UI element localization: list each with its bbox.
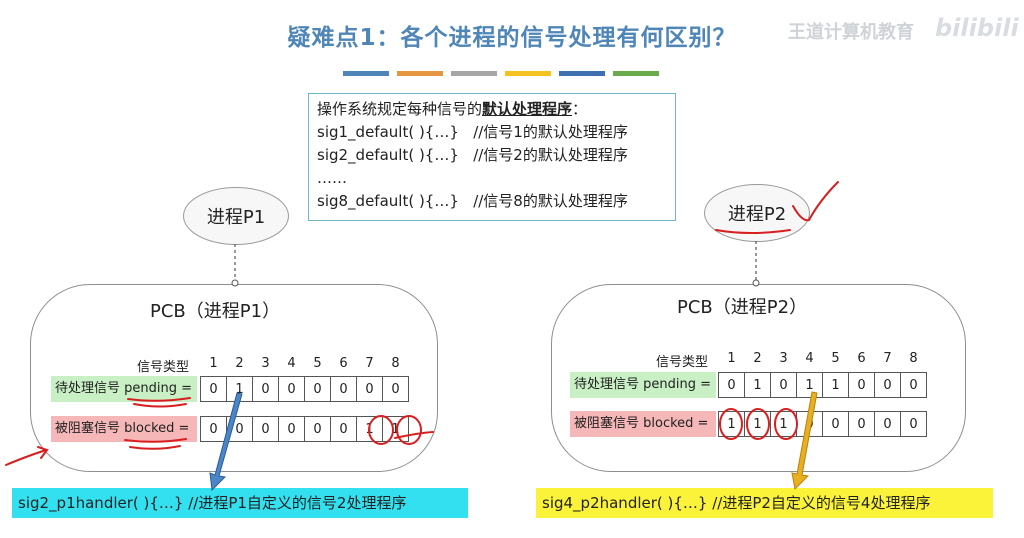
blocked-label-p2: 被阻塞信号 blocked = bbox=[570, 411, 716, 437]
pending-bit: 0 bbox=[252, 376, 279, 402]
signal-index: 3 bbox=[261, 356, 270, 371]
corner-arrow-head bbox=[37, 446, 49, 459]
pending-bit: 0 bbox=[900, 372, 927, 398]
pending-bit: 0 bbox=[874, 372, 901, 398]
underline-blocked bbox=[124, 438, 187, 443]
checkmark bbox=[792, 181, 839, 222]
pending-bit: 0 bbox=[718, 372, 745, 398]
color-bar bbox=[397, 71, 443, 76]
signal-index: 3 bbox=[779, 351, 788, 366]
underline-pending-2 bbox=[133, 403, 187, 408]
color-bar bbox=[343, 71, 389, 76]
arrow-p1-handler bbox=[209, 392, 243, 492]
color-bar bbox=[613, 71, 659, 76]
blocked-bit: 0 bbox=[900, 411, 927, 437]
blocked-bit: 0 bbox=[304, 416, 331, 442]
color-bar bbox=[451, 71, 497, 76]
default-handler-line: sig8_default( ){…} //信号8的默认处理程序 bbox=[317, 192, 628, 210]
color-bar bbox=[505, 71, 551, 76]
connector-p2-dot bbox=[752, 279, 760, 287]
signal-index: 2 bbox=[235, 356, 244, 371]
signal-index: 6 bbox=[339, 356, 348, 371]
signal-type-label: 信号类型 bbox=[656, 355, 709, 370]
signal-index: 1 bbox=[209, 356, 218, 371]
blocked-bit: 0 bbox=[252, 416, 279, 442]
signal-index: 7 bbox=[365, 356, 374, 371]
underline-pending bbox=[127, 397, 191, 402]
default-handlers-box: 操作系统规定每种信号的默认处理程序： sig1_default( ){…} //… bbox=[308, 93, 676, 221]
circle-p2-bit-1 bbox=[719, 408, 743, 440]
arrow-p2-handler bbox=[791, 391, 818, 491]
watermark-text: 王道计算机教育 bbox=[788, 22, 914, 43]
process-p1-node: 进程P1 bbox=[183, 187, 289, 245]
blocked-bit: 0 bbox=[874, 411, 901, 437]
blocked-label-p1: 被阻塞信号 blocked = bbox=[51, 416, 197, 442]
circle-p2-bit-2 bbox=[746, 408, 770, 440]
underline-p2 bbox=[715, 229, 791, 234]
pending-bit: 0 bbox=[848, 372, 875, 398]
connector-p1-dot bbox=[231, 279, 239, 287]
blocked-bit: 0 bbox=[278, 416, 305, 442]
signal-index: 8 bbox=[909, 351, 918, 366]
page-title: 疑难点1：各个进程的信号处理有何区别？ bbox=[287, 25, 737, 51]
default-handler-line: sig1_default( ){…} //信号1的默认处理程序 bbox=[317, 123, 628, 141]
signal-index: 1 bbox=[727, 351, 736, 366]
signal-index: 2 bbox=[753, 351, 762, 366]
corner-arrow bbox=[5, 449, 47, 466]
pcb-p1-title: PCB（进程P1） bbox=[150, 301, 281, 322]
pending-bit: 1 bbox=[822, 372, 849, 398]
circle-bit-7 bbox=[368, 415, 394, 445]
pending-label-p1: 待处理信号 pending = bbox=[51, 376, 197, 402]
underline-blocked-2 bbox=[129, 445, 181, 450]
blocked-bit: 0 bbox=[330, 416, 357, 442]
blocked-bit: 0 bbox=[822, 411, 849, 437]
signal-index: 5 bbox=[831, 351, 840, 366]
default-handlers-heading: 操作系统规定每种信号的默认处理程序： bbox=[317, 100, 588, 118]
signal-index: 5 bbox=[313, 356, 322, 371]
pending-bit: 0 bbox=[304, 376, 331, 402]
default-handler-line: sig2_default( ){…} //信号2的默认处理程序 bbox=[317, 146, 628, 164]
signal-index: 4 bbox=[805, 351, 814, 366]
bilibili-logo: bilibili bbox=[935, 14, 1019, 42]
pending-bit: 0 bbox=[382, 376, 409, 402]
pcb-p2-title: PCB（进程P2） bbox=[677, 297, 808, 318]
signal-index: 4 bbox=[287, 356, 296, 371]
pending-label-p2: 待处理信号 pending = bbox=[570, 372, 716, 398]
strike-bit-8 bbox=[394, 431, 434, 439]
signal-index: 8 bbox=[391, 356, 400, 371]
circle-p2-bit-3 bbox=[774, 408, 798, 440]
pending-bit: 0 bbox=[278, 376, 305, 402]
pending-bit: 1 bbox=[796, 372, 823, 398]
signal-index: 7 bbox=[883, 351, 892, 366]
p2-custom-handler: sig4_p2handler( ){…} //进程P2自定义的信号4处理程序 bbox=[536, 488, 993, 518]
signal-type-label: 信号类型 bbox=[137, 360, 190, 375]
color-bar bbox=[559, 71, 605, 76]
signal-index: 6 bbox=[857, 351, 866, 366]
p1-custom-handler: sig2_p1handler( ){…} //进程P1自定义的信号2处理程序 bbox=[12, 488, 468, 518]
default-handler-line: …… bbox=[317, 169, 347, 187]
pending-bit: 0 bbox=[770, 372, 797, 398]
circle-bit-8 bbox=[396, 415, 422, 445]
